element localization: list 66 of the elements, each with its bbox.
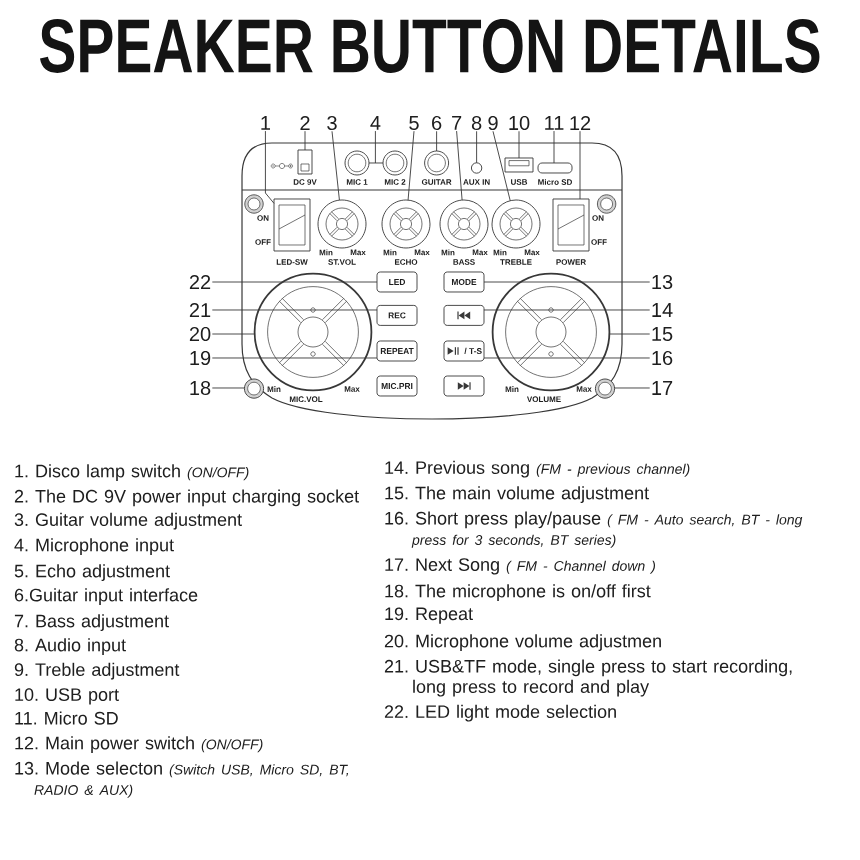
description-text: 15. The main volume adjustment	[385, 486, 649, 503]
description-text: 10. USB port	[15, 688, 119, 705]
description-text: 12. Main power switch (ON/OFF)	[15, 736, 263, 753]
leader-line	[436, 130, 438, 152]
leader-line	[492, 130, 511, 202]
callout-number: 1	[261, 116, 270, 130]
callout-number: 21	[189, 303, 211, 317]
callout-number: 16	[652, 350, 673, 366]
leader-line	[304, 130, 306, 151]
leader-line	[483, 357, 651, 359]
description-text: 8. Audio input	[14, 638, 126, 655]
callout-number: 13	[652, 274, 673, 290]
leader-line	[518, 130, 520, 159]
description-text: 17. Next Song ( FM - Channel down )	[385, 558, 656, 575]
description-text: 6.Guitar input interface	[14, 588, 198, 605]
callout-number: 6	[432, 115, 442, 131]
callout-number: 4	[370, 116, 381, 130]
description-text: 1. Disco lamp switch (ON/OFF)	[15, 464, 249, 481]
round-button	[243, 378, 265, 399]
callout-number: 12	[570, 116, 591, 130]
leader-line	[331, 130, 340, 201]
leader-line	[614, 387, 651, 389]
title: SPEAKER BUTTON DETAILS	[40, 19, 820, 73]
leader-line	[211, 357, 378, 359]
leader-line	[483, 309, 651, 311]
callout-number: 18	[190, 380, 211, 396]
callout-number: 10	[509, 115, 530, 131]
description-text: 2. The DC 9V power input charging socket	[14, 489, 359, 507]
callout-number: 5	[409, 116, 419, 130]
description-text: 7. Bass adjustment	[14, 614, 169, 631]
leader-line	[407, 130, 415, 201]
leader-line	[483, 281, 651, 283]
description-text: 20. Microphone volume adjustmen	[384, 634, 661, 651]
description-text: 5. Echo adjustment	[14, 564, 170, 581]
leader-line	[553, 130, 555, 164]
description-text: 21. USB&TF mode, single press to start recording, long press to record and play	[384, 659, 792, 697]
description-text: 4. Microphone input	[14, 538, 174, 555]
callout-number: 11	[545, 116, 564, 130]
round-button	[594, 378, 616, 399]
callout-number: 8	[471, 115, 482, 131]
leader-line	[456, 130, 463, 201]
callout-number: 7	[452, 116, 462, 130]
callout-number: 9	[488, 115, 498, 131]
description-text: 22. LED light mode selection	[384, 704, 616, 722]
callout-number: 14	[652, 303, 673, 317]
leader-line	[608, 333, 651, 335]
leader-line	[264, 130, 275, 204]
description-text: 9. Treble adjustment	[14, 662, 180, 680]
description-text: 19. Repeat	[385, 607, 473, 624]
callout-number: 3	[327, 115, 337, 131]
leader-line	[211, 281, 378, 283]
description-text: 18. The microphone is on/off first	[385, 584, 651, 601]
leader-line	[211, 333, 256, 335]
callout-number: 2	[300, 116, 310, 130]
leader-line	[211, 387, 245, 389]
callout-number: 19	[190, 350, 211, 366]
description-text: 11. Micro SD	[15, 711, 118, 725]
leader-line	[579, 130, 581, 200]
callout-number: 22	[189, 275, 211, 289]
callout-number: 17	[652, 381, 673, 395]
leader-line	[476, 130, 478, 164]
leader-line	[211, 309, 378, 311]
callout-number: 20	[189, 326, 211, 342]
description-text: 3. Guitar volume adjustment	[14, 512, 242, 530]
callout-number: 15	[652, 327, 673, 341]
description-text: 14. Previous song (FM - previous channel)	[385, 460, 690, 478]
